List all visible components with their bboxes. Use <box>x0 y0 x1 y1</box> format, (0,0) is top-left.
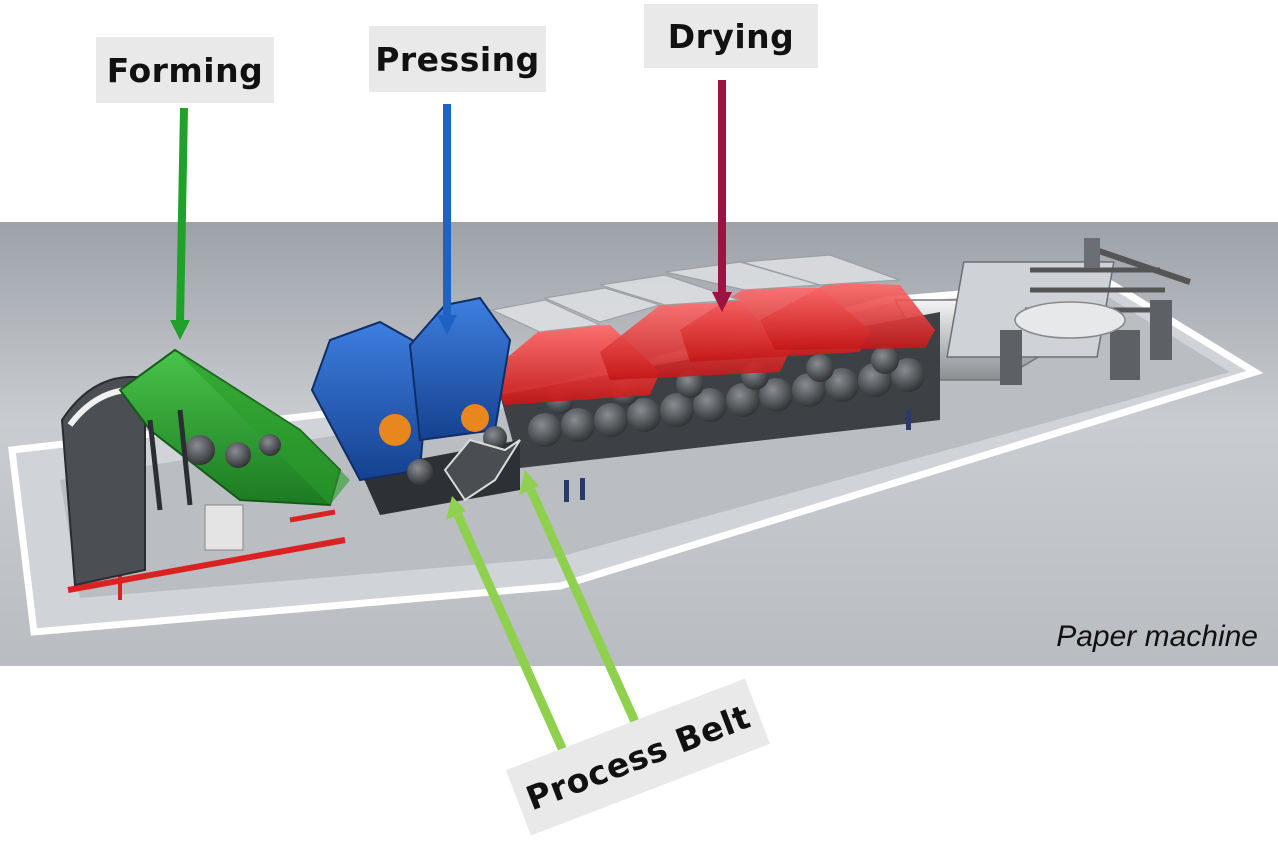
press-section <box>310 296 521 515</box>
figure-caption: Paper machine <box>1056 620 1258 653</box>
operator-figure <box>580 478 585 500</box>
operator-figure <box>906 410 911 430</box>
process-belt-arrows <box>446 470 641 757</box>
pressing-arrow <box>437 104 457 335</box>
dryer-section <box>490 254 940 502</box>
press-felt-center <box>443 438 521 502</box>
drying-label: Drying <box>644 4 818 68</box>
dryer-canopies <box>490 254 901 333</box>
forming-label: Forming <box>96 37 274 103</box>
forming-arrow <box>170 107 190 340</box>
pressing-label: Pressing <box>369 26 546 92</box>
forming-section <box>60 348 350 587</box>
operator-figure <box>564 480 569 502</box>
drying-arrow <box>712 80 732 312</box>
former-floor-markings <box>67 509 346 600</box>
dryer-cylinders <box>528 346 925 447</box>
dryer-hoods <box>490 282 935 405</box>
